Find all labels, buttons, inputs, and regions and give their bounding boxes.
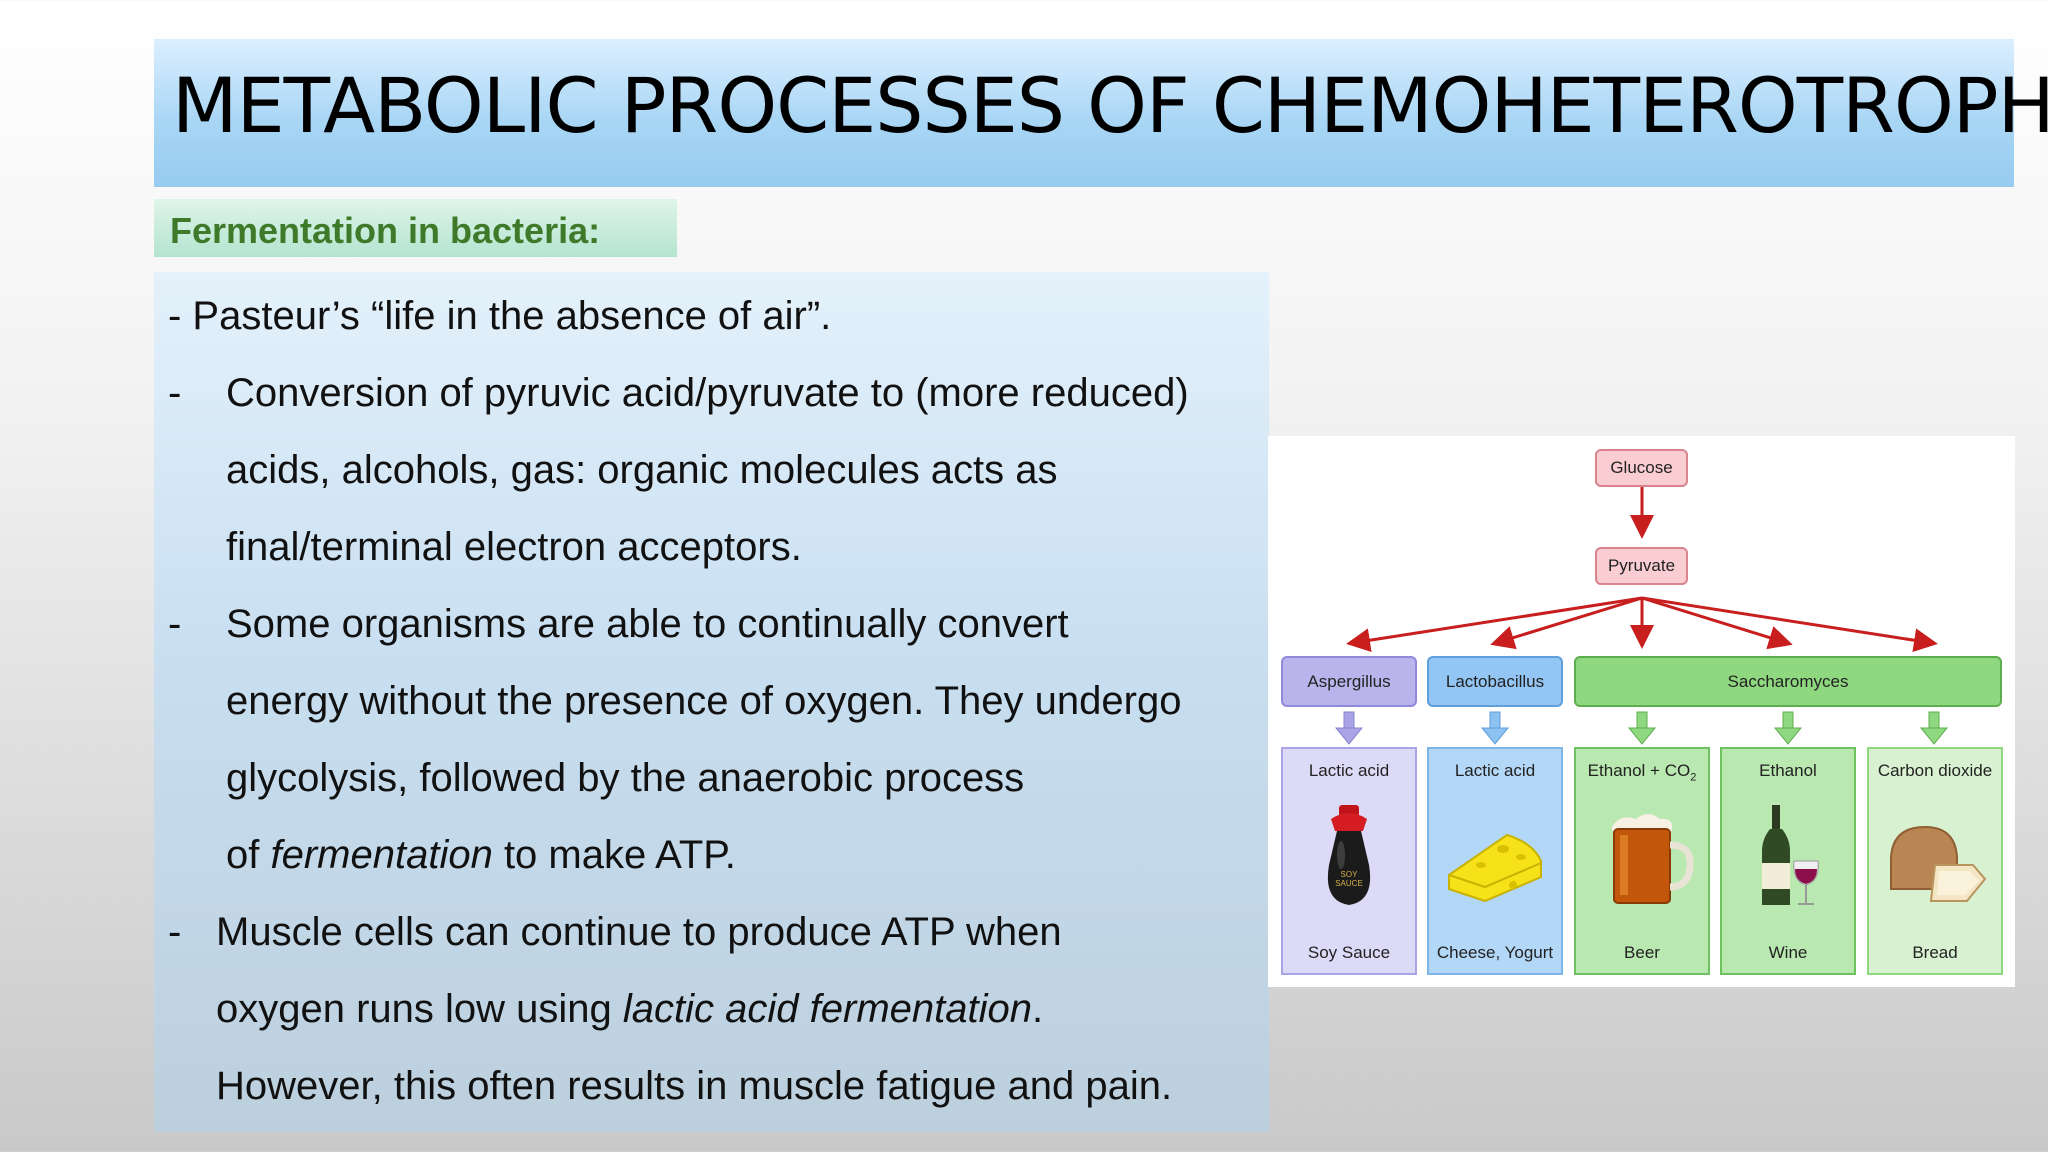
- product-wine: Ethanol Wine: [1720, 747, 1856, 975]
- product-soy-sauce: Lactic acid SOY SAUCE Soy Sauce: [1281, 747, 1417, 975]
- product-5-bottom-label: Bread: [1912, 943, 1958, 962]
- product-3-bottom-label: Beer: [1624, 943, 1660, 962]
- arrow-to-saccharomyces-wine: [1641, 596, 1793, 650]
- soy-sauce-icon: SOY SAUCE: [1283, 805, 1415, 915]
- fermentation-diagram: Glucose Pyruvate Aspergillus Lactobacill…: [1268, 436, 2015, 987]
- pyruvate-node: Pyruvate: [1595, 547, 1688, 585]
- down-arrow-green-3: [1919, 711, 1949, 745]
- cheese-icon: [1429, 805, 1561, 915]
- bullet-3-line-3: glycolysis, followed by the anaerobic pr…: [226, 756, 1025, 800]
- glucose-node: Glucose: [1595, 449, 1688, 487]
- bullet-4-dash: -: [168, 910, 182, 954]
- down-arrow-purple: [1334, 711, 1364, 745]
- product-2-bottom-label: Cheese, Yogurt: [1436, 943, 1554, 962]
- soy-label-line2: SAUCE: [1335, 879, 1363, 888]
- slide-subtitle: Fermentation in bacteria:: [170, 210, 601, 251]
- bullet-3-dash: -: [168, 602, 182, 646]
- saccharomyces-node: Saccharomyces: [1574, 656, 2002, 707]
- soy-label-line1: SOY: [1341, 870, 1359, 879]
- bullet-3-line-1: Some organisms are able to continually c…: [226, 602, 1069, 646]
- product-2-top-label: Lactic acid: [1454, 761, 1536, 780]
- product-cheese-yogurt: Lactic acid Cheese, Yogurt: [1427, 747, 1563, 975]
- wine-icon: [1722, 805, 1854, 915]
- fermentation-term: fermentation: [270, 833, 493, 877]
- subtitle-banner: Fermentation in bacteria:: [154, 199, 677, 257]
- beer-icon: [1576, 805, 1708, 915]
- bullet-3-line-4: of fermentation to make ATP.: [226, 833, 736, 878]
- bullet-2-line-1: Conversion of pyruvic acid/pyruvate to (…: [226, 371, 1189, 415]
- bullet-4-line-2-post: .: [1032, 987, 1044, 1031]
- arrow-to-aspergillus: [1346, 596, 1643, 653]
- aspergillus-node: Aspergillus: [1281, 656, 1417, 707]
- title-banner: METABOLIC PROCESSES OF CHEMOHETEROTROPHS…: [154, 39, 2048, 187]
- down-arrow-green-2: [1773, 711, 1803, 745]
- bullet-2-line-2: acids, alcohols, gas: organic molecules …: [226, 448, 1058, 492]
- arrow-to-lactobacillus: [1490, 596, 1643, 650]
- bullet-2-line-3: final/terminal electron acceptors.: [226, 525, 802, 569]
- product-1-top-label: Lactic acid: [1308, 761, 1390, 780]
- bullet-text-box: - Pasteur’s “life in the absence of air”…: [154, 272, 1269, 1132]
- bullet-1: - Pasteur’s “life in the absence of air”…: [168, 294, 832, 338]
- bullet-4-line-3: However, this often results in muscle fa…: [216, 1064, 1173, 1108]
- product-1-bottom-label: Soy Sauce: [1307, 943, 1391, 962]
- slide-title: METABOLIC PROCESSES OF CHEMOHETEROTROPHS…: [172, 61, 2048, 150]
- diagram-arrows: [1334, 487, 1949, 745]
- product-5-top-label: Carbon dioxide: [1877, 761, 1993, 780]
- product-3-top-label: Ethanol + CO2: [1576, 761, 1708, 783]
- lactobacillus-node: Lactobacillus: [1427, 656, 1563, 707]
- co2-subscript: 2: [1690, 771, 1697, 784]
- product-bread: Carbon dioxide Bread: [1867, 747, 2003, 975]
- down-arrow-green-1: [1627, 711, 1657, 745]
- bullet-3-line-4-post: to make ATP.: [492, 833, 736, 877]
- bread-icon: [1869, 805, 2001, 915]
- product-beer: Ethanol + CO2 Beer: [1574, 747, 1710, 975]
- bullet-3-line-4-pre: of: [226, 833, 271, 877]
- down-arrow-blue: [1480, 711, 1510, 745]
- bullet-3-line-2: energy without the presence of oxygen. T…: [226, 679, 1182, 723]
- bullet-4-line-1: Muscle cells can continue to produce ATP…: [216, 910, 1062, 954]
- bullet-4-line-2-pre: oxygen runs low using: [216, 987, 623, 1031]
- product-4-bottom-label: Wine: [1768, 943, 1808, 962]
- lactic-acid-fermentation-term: lactic acid fermentation: [622, 987, 1032, 1031]
- bullet-2-dash: -: [168, 371, 182, 415]
- arrow-to-saccharomyces-bread: [1641, 596, 1938, 653]
- product-4-top-label: Ethanol: [1759, 761, 1817, 780]
- ethanol-co2-text: Ethanol + CO: [1587, 761, 1691, 780]
- bullet-4-line-2: oxygen runs low using lactic acid fermen…: [216, 987, 1043, 1032]
